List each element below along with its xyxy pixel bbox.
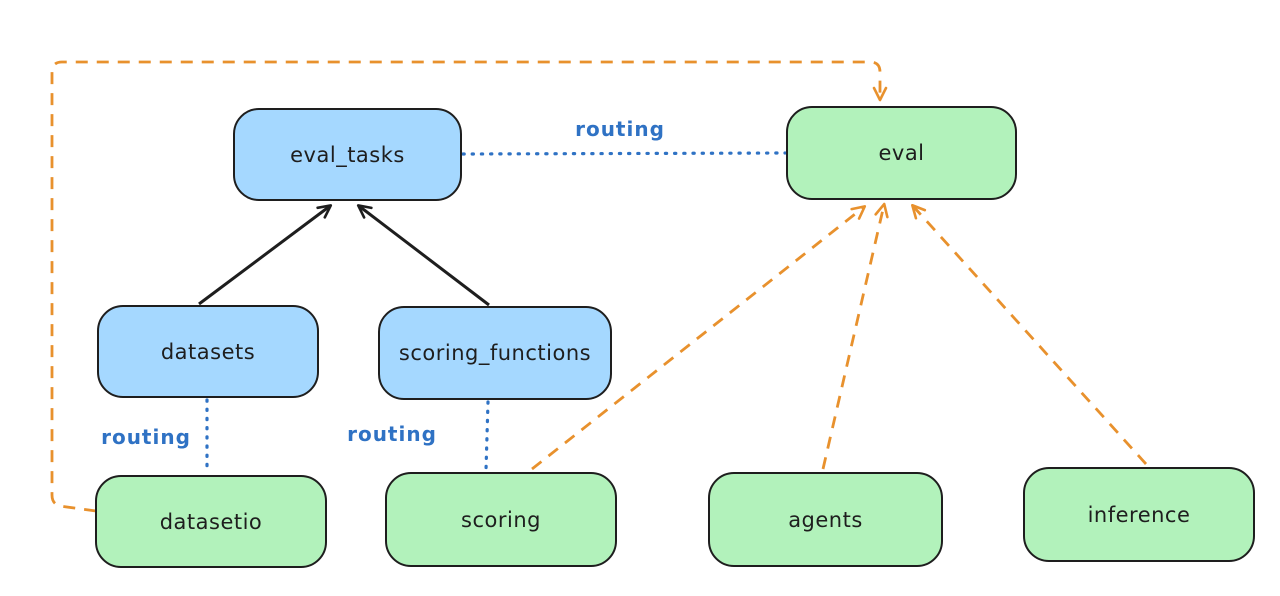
node-eval-tasks: eval_tasks (233, 108, 462, 201)
node-inference: inference (1023, 467, 1255, 562)
edge-agents-to-eval (821, 202, 889, 470)
node-label-scoring: scoring (461, 507, 541, 532)
edge-inference-to-eval (911, 203, 1148, 465)
node-scoring-functions: scoring_functions (378, 306, 612, 400)
node-label-datasetio: datasetio (159, 509, 263, 534)
node-eval: eval (786, 106, 1017, 200)
node-label-inference: inference (1087, 502, 1191, 527)
edge-label-routing-left: routing (101, 425, 191, 449)
node-datasetio: datasetio (95, 475, 327, 568)
node-label-datasets: datasets (160, 339, 256, 364)
node-label-scoring-functions: scoring_functions (398, 341, 592, 365)
edge-datasets-to-eval-tasks (198, 204, 333, 306)
edge-label-routing-top: routing (575, 117, 665, 141)
edge-scoring-functions-to-scoring-routing (484, 400, 490, 472)
node-label-eval-tasks: eval_tasks (290, 142, 405, 167)
node-scoring: scoring (385, 472, 617, 567)
node-label-agents: agents (788, 507, 863, 532)
edge-label-routing-middle: routing (347, 422, 437, 446)
node-label-eval: eval (878, 141, 925, 165)
node-agents: agents (708, 472, 943, 567)
edge-scoring-to-eval (531, 205, 867, 471)
edge-eval-tasks-to-eval-routing (461, 151, 787, 156)
edge-scoring-functions-to-eval-tasks (356, 204, 490, 307)
edge-datasetio-to-eval (50, 60, 888, 513)
node-datasets: datasets (97, 305, 319, 398)
